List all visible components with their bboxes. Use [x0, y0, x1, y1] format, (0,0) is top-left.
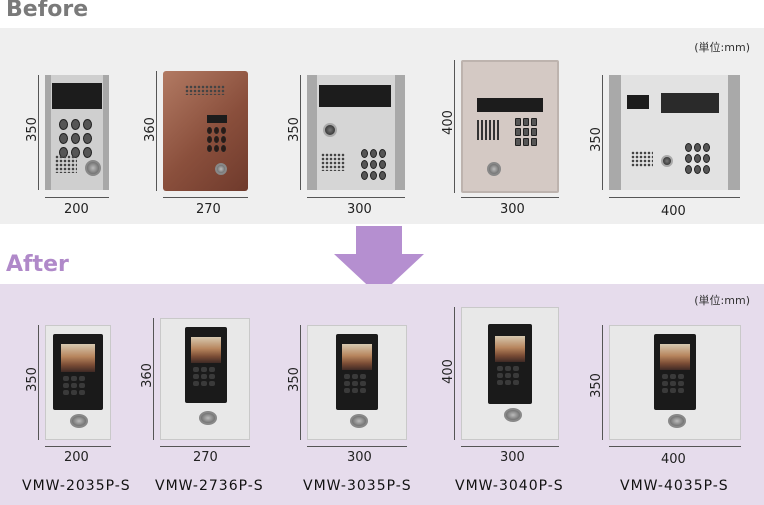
model-label-4: VMW-3040P-S [455, 478, 564, 494]
keypad-icon [515, 118, 537, 146]
after-width-4: 300 [500, 450, 525, 465]
key-cylinder-icon [70, 414, 88, 428]
info-panel [661, 93, 719, 113]
before-height-1: 350 [24, 117, 40, 142]
before-panel-4 [461, 60, 559, 193]
keypad-icon [497, 366, 519, 385]
after-height-3: 350 [286, 367, 302, 392]
after-panel-4 [461, 307, 559, 440]
keypad-icon [662, 374, 684, 393]
lcd-display [477, 98, 543, 112]
barcode-grille [477, 120, 501, 140]
keypad-icon [193, 367, 215, 386]
before-heading: Before [6, 0, 89, 22]
before-panel-1 [45, 75, 109, 190]
key-cylinder-icon [85, 160, 101, 176]
lcd-display [52, 83, 102, 109]
lcd-display [207, 115, 227, 123]
keypad-icon [59, 119, 92, 158]
before-width-4: 300 [500, 202, 525, 217]
key-cylinder-icon [215, 163, 227, 175]
after-height-2: 360 [139, 363, 155, 388]
model-label-2: VMW-2736P-S [155, 478, 264, 494]
after-unit-label: (単位:mm) [694, 294, 750, 307]
before-height-5: 350 [588, 127, 604, 152]
video-screen [495, 336, 525, 362]
before-height-3: 350 [286, 117, 302, 142]
camera-icon [661, 155, 673, 167]
after-panel-2 [160, 318, 250, 440]
key-cylinder-icon [668, 414, 686, 428]
before-width-5: 400 [661, 204, 686, 219]
after-width-5: 400 [661, 452, 686, 467]
keypad-icon [685, 143, 710, 174]
after-heading: After [6, 252, 69, 277]
video-door-station [336, 334, 378, 410]
before-panel-3 [307, 75, 405, 190]
video-door-station [53, 334, 103, 410]
after-height-1: 350 [24, 367, 40, 392]
key-cylinder-icon [504, 408, 522, 422]
speaker-grille [185, 85, 225, 95]
after-width-3: 300 [347, 450, 372, 465]
keypad-icon [361, 149, 386, 180]
after-panel-5 [609, 325, 741, 440]
lcd-display [627, 95, 649, 109]
speaker-grille [631, 151, 653, 167]
lcd-display [319, 85, 391, 107]
key-cylinder-icon [487, 162, 501, 176]
model-label-1: VMW-2035P-S [22, 478, 131, 494]
after-width-2: 270 [193, 450, 218, 465]
before-width-2: 270 [196, 202, 221, 217]
video-door-station [654, 334, 696, 410]
video-screen [191, 337, 221, 363]
key-cylinder-icon [350, 414, 368, 428]
after-panel-1 [45, 325, 111, 440]
after-width-1: 200 [64, 450, 89, 465]
before-panel-5 [609, 75, 740, 190]
before-height-4: 400 [440, 110, 456, 135]
before-width-3: 300 [347, 202, 372, 217]
model-label-3: VMW-3035P-S [303, 478, 412, 494]
keypad-icon [63, 376, 85, 395]
video-screen [61, 344, 95, 372]
before-height-2: 360 [142, 117, 158, 142]
video-door-station [185, 327, 227, 403]
keypad-icon [207, 127, 226, 152]
video-screen [660, 344, 690, 370]
speaker-grille [55, 155, 77, 173]
speaker-grille [321, 153, 345, 171]
keypad-icon [344, 374, 366, 393]
after-height-5: 350 [588, 373, 604, 398]
video-screen [342, 344, 372, 370]
before-width-1: 200 [64, 202, 89, 217]
camera-icon [323, 123, 337, 137]
down-arrow-icon [334, 226, 424, 296]
after-panel-3 [307, 325, 407, 440]
key-cylinder-icon [199, 411, 217, 425]
before-panel-2 [163, 71, 248, 191]
before-unit-label: (単位:mm) [694, 41, 750, 54]
model-label-5: VMW-4035P-S [620, 478, 729, 494]
video-door-station [488, 324, 532, 404]
after-height-4: 400 [440, 359, 456, 384]
